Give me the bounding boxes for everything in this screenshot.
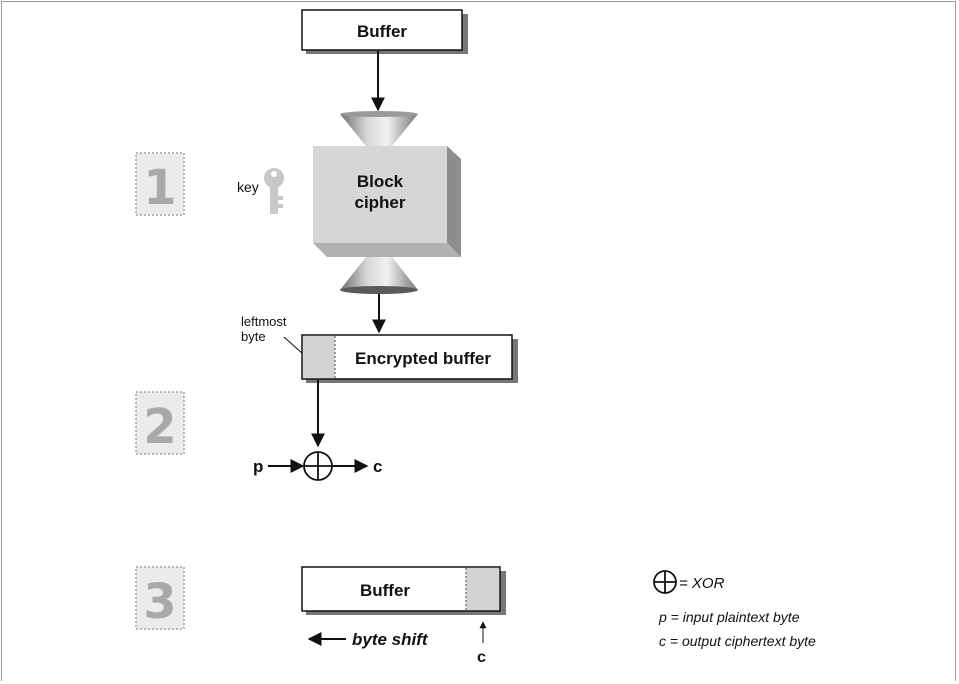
key-label: key (237, 179, 259, 195)
cipher-output-funnel (340, 257, 418, 290)
cipher-label-line1: Block (357, 172, 404, 191)
byte-shift-label: byte shift (352, 630, 429, 649)
top-buffer-label: Buffer (357, 22, 407, 41)
step-number-2: 2 (143, 399, 176, 455)
cipher-label-line2: cipher (354, 193, 405, 212)
step-box-3: 3 (135, 566, 185, 630)
encrypted-buffer-label: Encrypted buffer (355, 349, 491, 368)
leftmost-label-line1: leftmost (241, 314, 287, 329)
top-buffer-box: Buffer (301, 9, 468, 54)
step-box-2: 2 (135, 391, 185, 455)
step-number-3: 3 (143, 574, 176, 630)
leftmost-label-line2: byte (241, 329, 266, 344)
output-c-label: c (373, 457, 382, 476)
key-icon (264, 168, 284, 214)
legend-xor-icon (653, 570, 677, 594)
legend: = XOR p = input plaintext byte c = outpu… (653, 570, 816, 649)
bottom-buffer-label: Buffer (360, 581, 410, 600)
leftmost-byte-cell (303, 336, 335, 378)
cipher-input-funnel (340, 114, 418, 146)
input-p-label: p (253, 457, 263, 476)
xor-symbol (303, 451, 333, 481)
step-box-1: 1 (135, 152, 185, 216)
block-cipher-box: Block cipher (313, 146, 461, 257)
leftmost-pointer (283, 336, 304, 355)
legend-c-text: c = output ciphertext byte (659, 633, 816, 649)
legend-xor-text: = XOR (679, 575, 725, 592)
new-byte-cell (466, 568, 499, 610)
bottom-c-label: c (477, 649, 486, 666)
bottom-buffer-box: Buffer (301, 566, 506, 615)
legend-p-text: p = input plaintext byte (658, 609, 800, 625)
encrypted-buffer-box: Encrypted buffer (301, 334, 518, 383)
step-number-1: 1 (143, 160, 176, 216)
